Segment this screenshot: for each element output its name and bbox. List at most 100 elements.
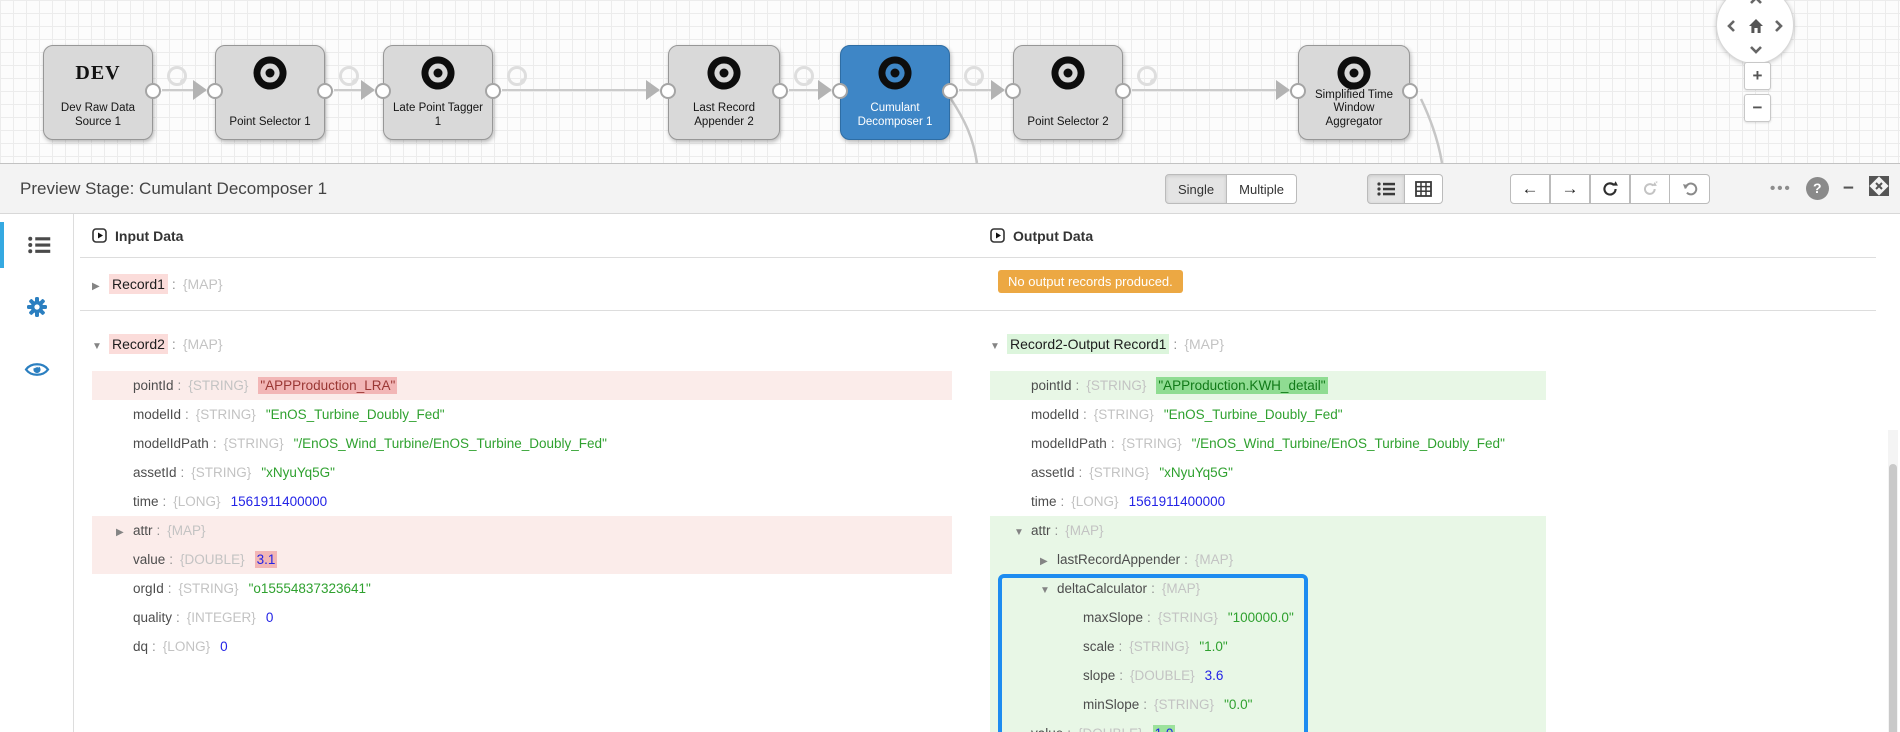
edge-metrics-gauge-icon [339,66,359,86]
input-port[interactable] [1005,83,1021,99]
separator: : [1151,581,1155,596]
pan-up-icon[interactable] [1749,0,1763,8]
field-type: {MAP} [1161,581,1201,596]
output-record-tree: ▼Record2-Output Record1:{MAP} pointId: {ST… [978,318,1876,732]
pipeline-node-late-point-tagger-1[interactable]: Late Point Tagger 1 [375,45,501,140]
field-key: modelId [1031,407,1080,422]
field-row[interactable]: ▶lastRecordAppender:{MAP} [990,545,1546,574]
separator: : [1143,697,1148,712]
zoom-in-button[interactable]: + [1744,62,1771,90]
output-port[interactable] [1402,83,1418,99]
field-value: "EnOS_Turbine_Doubly_Fed" [1163,407,1343,422]
field-key: deltaCalculator [1057,581,1148,596]
separator: : [177,378,182,393]
output-port[interactable] [145,83,161,99]
field-row[interactable]: ▼ deltaCalculator: {MAP} [990,574,1546,603]
table-view-button[interactable] [1405,174,1443,204]
field-key: value [133,552,166,567]
output-port[interactable] [772,83,788,99]
field-row: modelIdPath:{STRING}"/EnOS_Wind_Turbine/… [92,429,978,458]
edge-arrowhead-icon [361,80,375,100]
field-type: {STRING} [1154,697,1215,712]
output-port[interactable] [317,83,333,99]
data-headers-band: Input Data Output Data [80,214,1876,258]
maximize-panel-icon[interactable] [1868,175,1890,202]
collapse-toggle-icon[interactable]: ▼ [990,341,1000,352]
input-port[interactable] [660,83,676,99]
output-port[interactable] [485,83,501,99]
input-port[interactable] [375,83,391,99]
field-row: minSlope:{STRING}"0.0" [990,690,1546,719]
field-key: modelId [133,407,182,422]
expand-toggle-icon[interactable]: ▶ [116,527,124,538]
help-icon[interactable]: ? [1805,177,1829,200]
edge-metrics-gauge-icon [167,66,187,86]
revert-changes-button[interactable] [1670,174,1710,204]
minimize-panel-icon[interactable]: − [1842,177,1854,199]
field-type: {STRING} [188,378,249,393]
single-mode-button[interactable]: Single [1165,174,1228,204]
separator: : [212,436,217,451]
more-actions-icon[interactable]: ••• [1770,180,1792,197]
home-icon[interactable] [1748,18,1764,34]
edge-line [1132,89,1276,91]
node-label: Cumulant Decomposer 1 [857,102,933,129]
pan-left-icon[interactable] [1725,19,1739,33]
multiple-mode-button[interactable]: Multiple [1227,174,1297,204]
separator: : [1173,336,1178,352]
field-key: pointId [1031,378,1072,393]
field-row: assetId:{STRING}"xNyuYq5G" [92,458,978,487]
scrollbar-thumb[interactable] [1889,464,1897,732]
pipeline-node-last-record-appender-2[interactable]: Last Record Appender 2 [660,45,788,140]
collapse-toggle-icon[interactable]: ▼ [1040,585,1050,596]
list-view-button[interactable] [1367,174,1405,204]
collapse-toggle-icon[interactable]: ▼ [1014,527,1024,538]
record-row[interactable]: ▶Record1:{MAP} [92,258,978,311]
record-row[interactable]: ▼Record2-Output Record1:{MAP} [990,318,1876,371]
input-port[interactable] [832,83,848,99]
field-type: {LONG} [162,639,211,654]
record-row[interactable]: ▼Record2:{MAP} [92,318,978,371]
expand-toggle-icon[interactable]: ▶ [92,281,100,292]
zoom-out-button[interactable]: − [1744,94,1771,122]
edge-metrics-gauge-icon [1137,66,1157,86]
table-view-icon [1415,181,1432,197]
input-port[interactable] [1290,83,1306,99]
next-stage-button[interactable]: → [1550,174,1590,204]
input-data-icon [92,228,107,243]
sidebar-item-preview[interactable] [0,346,73,392]
preview-sidebar [0,214,74,732]
sidebar-item-records[interactable] [0,222,73,268]
view-toggle [1367,174,1443,204]
previous-stage-button[interactable]: ← [1510,174,1550,204]
expand-toggle-icon[interactable]: ▶ [1040,556,1048,567]
field-type: {LONG} [173,494,221,509]
output-data-icon [990,228,1005,243]
pipeline-node-simplified-time-window-aggregator[interactable]: Simplified Time Window Aggregator [1290,45,1418,140]
output-port[interactable] [942,83,958,99]
collapse-toggle-icon[interactable]: ▼ [92,341,102,352]
sidebar-item-configuration[interactable] [0,284,73,330]
pipeline-node-point-selector-1[interactable]: Point Selector 1 [207,45,333,140]
field-row[interactable]: ▶attr:{MAP} [92,516,952,545]
separator: : [1075,378,1080,393]
pan-right-icon[interactable] [1771,19,1785,33]
preview-nav-group: ← → * [1510,174,1710,204]
pan-down-icon[interactable] [1749,42,1763,56]
pipeline-node-point-selector-2[interactable]: Point Selector 2 [1005,45,1131,140]
refresh-new-data-button[interactable]: * [1630,174,1670,204]
field-value: "EnOS_Turbine_Doubly_Fed" [265,407,445,422]
input-port[interactable] [207,83,223,99]
field-row[interactable]: ▼attr:{MAP} [990,516,1546,545]
canvas-pan-compass [1716,0,1794,64]
refresh-preview-button[interactable] [1590,174,1630,204]
pipeline-node-cumulant-decomposer-1[interactable]: Cumulant Decomposer 1 [832,45,958,140]
field-value: "1.0" [1199,639,1228,654]
field-type: {DOUBLE} [1130,668,1195,683]
separator: : [1083,407,1087,422]
output-data-header: Output Data [990,214,1876,257]
output-port[interactable] [1115,83,1131,99]
field-key: maxSlope [1083,610,1144,625]
field-value: 1561911400000 [230,494,328,509]
